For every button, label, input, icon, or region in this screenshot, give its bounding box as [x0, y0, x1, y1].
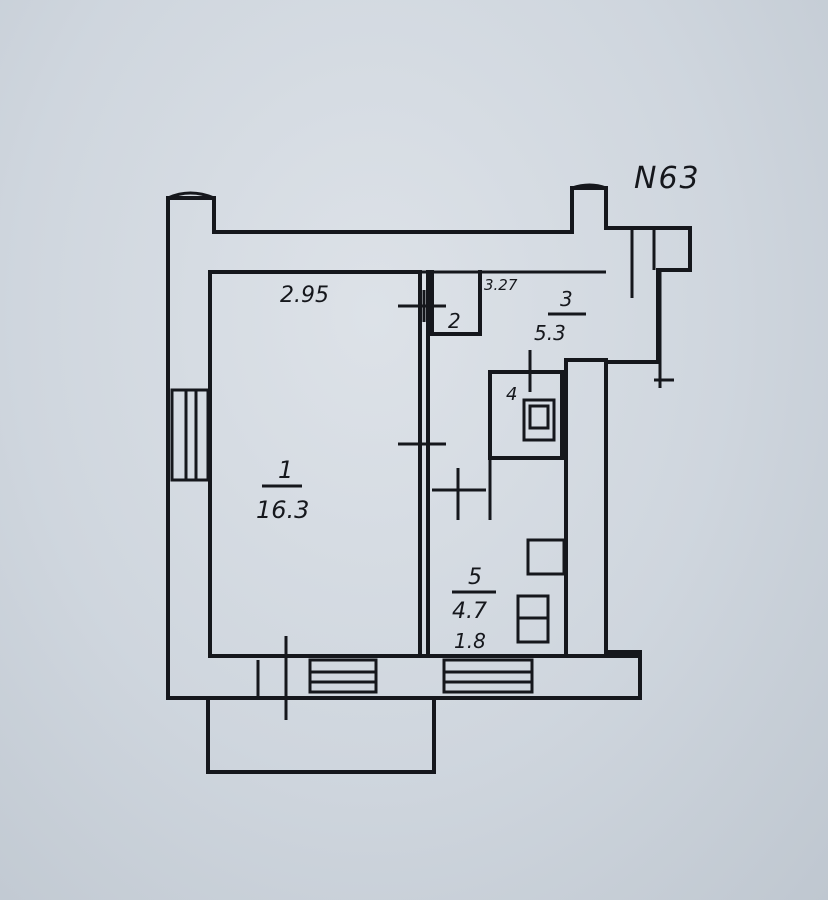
outer-wall: [166, 186, 692, 700]
room-3-area: 5.3: [534, 321, 566, 345]
window-room-1: [308, 658, 378, 694]
room-1-outline: [208, 270, 422, 658]
kitchen-sink: [526, 538, 566, 576]
plan-number: N63: [634, 161, 701, 196]
room-3-number: 3: [560, 287, 573, 311]
toilet-fixture: [522, 398, 556, 442]
room-1-width: 2.95: [280, 283, 329, 308]
room-4-number: 4: [506, 384, 517, 405]
window-kitchen: [442, 658, 534, 694]
room-5-number: 5: [468, 565, 482, 590]
room-5-area: 4.7: [452, 599, 487, 624]
room-1-number: 1: [278, 456, 293, 484]
toilet-seat: [528, 404, 550, 430]
outer-wall-break-top-right: [571, 183, 607, 190]
balcony-outline: [206, 696, 436, 774]
balcony-width: 1.8: [454, 629, 486, 653]
bathroom-4-outline: [488, 370, 564, 460]
room-2-number: 2: [448, 309, 461, 333]
closet-2-outline: [430, 270, 482, 336]
room-1-area: 16.3: [256, 496, 309, 524]
room-3-width: 3.27: [484, 276, 518, 294]
window-left: [170, 388, 210, 482]
outer-wall-break-top-left: [167, 191, 215, 200]
